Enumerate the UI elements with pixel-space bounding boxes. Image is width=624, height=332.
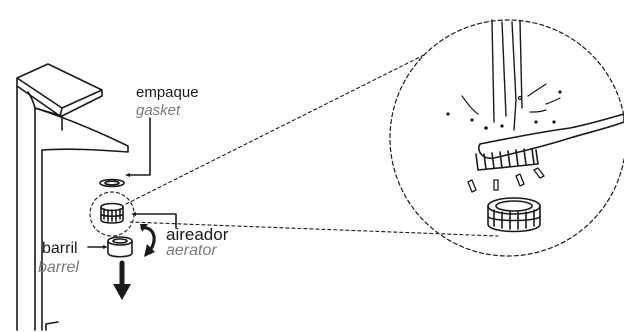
toothbrush-bristles [475,148,539,171]
aerator-label-english: aerator [166,242,217,259]
down-arrow-icon [113,260,131,300]
gasket-label-spanish: empaque [136,84,199,101]
toothbrush [475,113,624,171]
barrel [107,236,133,258]
faucet-spout [34,107,129,153]
aerator-large [487,197,541,233]
projection-line-top [125,53,427,205]
counter-clockwise-arrow-icon [140,224,156,257]
aerator-leader-line [134,213,177,229]
water-stream [491,19,523,131]
projection-line-bottom [129,221,499,237]
aerator-label-spanish: aireador [166,225,229,244]
water-drops [467,167,545,193]
magnified-view-circle [389,19,624,257]
water-splash [446,83,562,130]
barrel-label-spanish: barril [42,240,78,257]
gasket [99,178,125,188]
toothbrush-handle [478,113,624,160]
faucet-body [16,63,129,331]
aerator-small [100,202,124,224]
faucet-lever [16,63,103,117]
barrel-label-english: barrel [38,259,79,276]
gasket-label-english: gasket [136,102,181,119]
gasket-leader-line [128,117,151,176]
